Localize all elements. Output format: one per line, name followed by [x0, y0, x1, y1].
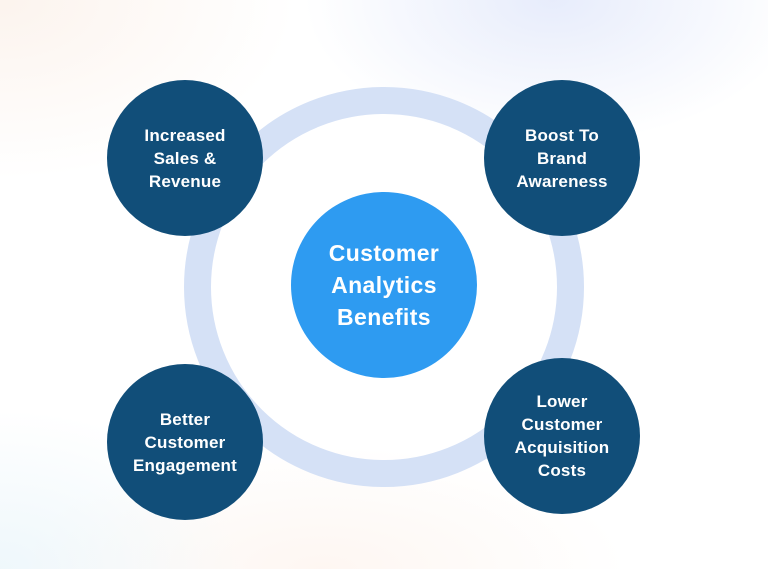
center-node-label: Customer Analytics Benefits: [328, 240, 440, 330]
node-label: Better Customer Engagement: [132, 409, 238, 475]
node-label: Increased Sales & Revenue: [144, 125, 226, 191]
node-label: Lower Customer Acquisition Costs: [514, 392, 610, 480]
node-label: Boost To Brand Awareness: [516, 125, 608, 191]
center-node-customer-analytics-benefits: Customer Analytics Benefits: [291, 192, 477, 378]
node-lower-customer-acquisition-costs: Lower Customer Acquisition Costs: [484, 358, 640, 514]
node-increased-sales-revenue: Increased Sales & Revenue: [107, 80, 263, 236]
node-boost-to-brand-awareness: Boost To Brand Awareness: [484, 80, 640, 236]
node-better-customer-engagement: Better Customer Engagement: [107, 364, 263, 520]
